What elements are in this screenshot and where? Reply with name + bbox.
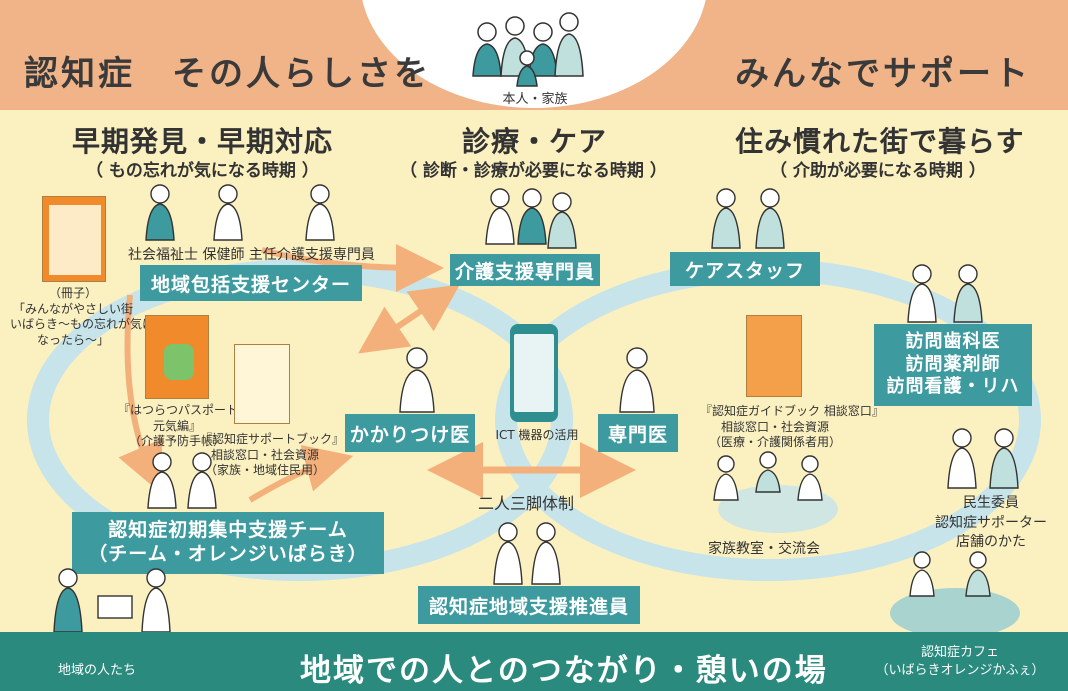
box-senmoni: 専門医: [598, 414, 678, 452]
local-people-illustration: [53, 568, 171, 633]
staff-illustration: [145, 184, 335, 241]
booklet-minna-cover: [42, 196, 106, 282]
care-staff-illustration: [711, 188, 785, 249]
houmon-illustration: [907, 264, 983, 323]
kakaritsuke-doctor-illustration: [399, 347, 435, 413]
booklet-passport-cover: [145, 315, 209, 399]
staff-labels: 社会福祉士 保健師 主任介護支援専門員: [128, 247, 375, 263]
phase-1-subtitle: （ もの忘れが気になる時期 ）: [86, 161, 319, 181]
booklet-minna-caption: （冊子）「みんながやさしい街いばらき～もの忘れが気になったら～」: [10, 286, 155, 347]
family-label: 本人・家族: [502, 92, 568, 107]
senmoni-doctor-illustration: [619, 347, 655, 413]
phase-1-title: 早期発見・早期対応: [72, 125, 334, 158]
ict-phone: [510, 324, 558, 422]
phase-3-title: 住み慣れた街で暮らす: [735, 125, 1025, 158]
box-kaigo-shien: 介護支援専門員: [450, 254, 600, 286]
box-houmon: 訪問歯科医訪問薬剤師訪問看護・リハ: [874, 324, 1032, 406]
box-kakaritsuke: かかりつけ医: [345, 414, 475, 452]
family-class-illustration: [713, 451, 823, 501]
footer-band: [0, 632, 1068, 691]
header-left-title: 認知症 その人らしさを: [24, 54, 431, 94]
minsei-illustration: [947, 428, 1019, 489]
team-illustration: [147, 452, 217, 509]
arrow-center-to-kaigo: [261, 243, 444, 292]
header-right-title: みんなでサポート: [735, 54, 1031, 94]
arrow-left-down: [118, 294, 163, 493]
ninin-label: 二人三脚体制: [478, 494, 575, 513]
booklet-guidebook-caption: 『認知症ガイドブック 相談窓口』相談窓口・社会資源（医療・介護関係者用）: [700, 404, 884, 450]
phase-2-title: 診療・ケア: [462, 125, 608, 158]
booklet-passport-caption: 『はつらつパスポート元気編』（介護予防手帳）: [118, 403, 239, 449]
kaigo-illustration: [485, 188, 577, 249]
phone-screen: [514, 334, 554, 412]
family-illustration: [472, 12, 584, 87]
box-chiiki-center: 地域包括支援センター: [140, 265, 362, 301]
box-suishin: 認知症地域支援推進員: [418, 586, 640, 624]
footer-main-title: 地域での人とのつながり・憩いの場: [300, 653, 828, 689]
suishin-illustration: [493, 522, 561, 585]
ict-label: ICT 機器の活用: [495, 428, 579, 442]
box-care-staff: ケアスタッフ: [670, 252, 820, 286]
cafe-label: 認知症カフェ（いばらきオレンジかふぇ）: [875, 645, 1045, 678]
cafe-illustration: [909, 551, 991, 597]
booklet-supportbook-cover: [234, 344, 290, 424]
footer-local-people: 地域の人たち: [58, 663, 137, 678]
kazoku-kyoshitsu-label: 家族教室・交流会: [708, 541, 820, 557]
booklet-supportbook-caption: 『認知症サポートブック』相談窓口・社会資源（家族・地域住民用）: [200, 432, 345, 478]
minsei-labels: 民生委員認知症サポーター店舗のかた: [935, 495, 1047, 551]
arrow-team-to-kakaritsuke: [248, 445, 354, 503]
box-shuchu-team: 認知症初期集中支援チーム（チーム・オレンジいばらき）: [72, 512, 384, 574]
phase-2-subtitle: （ 診断・診療が必要になる時期 ）: [400, 161, 667, 181]
phase-3-subtitle: （ 介助が必要になる時期 ）: [770, 161, 986, 181]
booklet-guidebook-cover: [746, 315, 802, 397]
